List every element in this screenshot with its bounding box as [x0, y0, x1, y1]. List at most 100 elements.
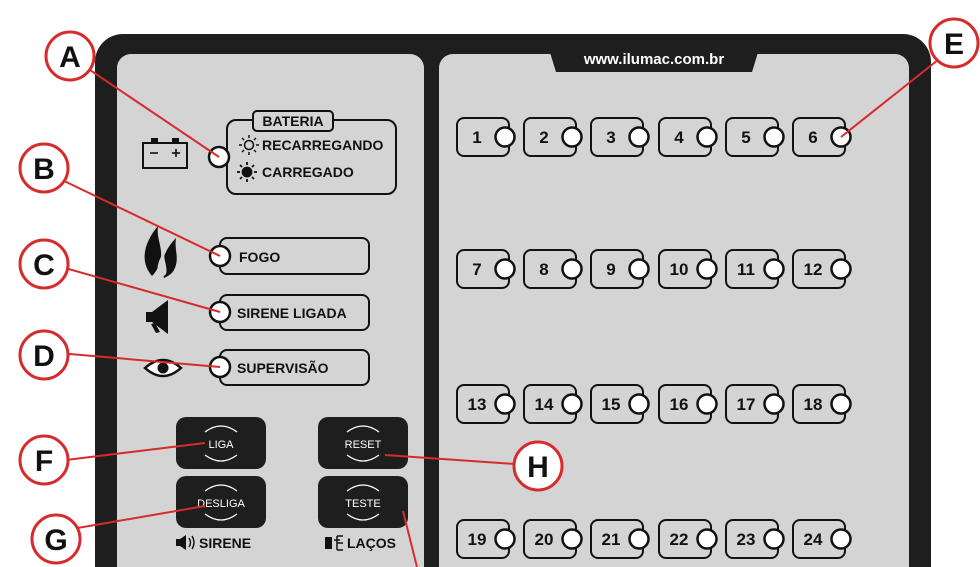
sirene-footer: SIRENE	[176, 535, 251, 551]
zone-12: 12	[792, 249, 852, 289]
loop-icon	[325, 535, 343, 551]
reset-button[interactable]: RESET	[318, 417, 408, 469]
callout-d-letter: D	[33, 340, 55, 373]
zone-13: 13	[456, 384, 516, 424]
zone-led	[561, 126, 583, 148]
zone-17: 17	[725, 384, 785, 424]
callout-e: E	[840, 17, 980, 138]
desliga-button[interactable]: DESLIGA	[176, 476, 266, 528]
zone-led	[696, 258, 718, 280]
zone-14: 14	[523, 384, 583, 424]
battery-indicator: BATERIA RECARREGANDO CARREGADO	[142, 110, 397, 195]
callout-b-letter: B	[33, 153, 55, 186]
callout-g-letter: G	[44, 524, 67, 557]
teste-label: TESTE	[345, 498, 380, 510]
zone-led	[763, 126, 785, 148]
sirene-label: SIRENE	[199, 535, 251, 551]
right-panel	[439, 54, 909, 567]
battery-charged-label: CARREGADO	[262, 164, 354, 180]
zone-led	[628, 393, 650, 415]
zone-number: 19	[468, 530, 487, 549]
zone-led	[561, 393, 583, 415]
zone-11: 11	[725, 249, 785, 289]
callout-g: G	[30, 505, 206, 565]
zone-number: 16	[670, 395, 689, 414]
callout-h: H	[384, 440, 564, 492]
callout-d: D	[18, 329, 221, 381]
siren-label: SIRENE LIGADA	[237, 305, 347, 321]
fire-label: FOGO	[239, 249, 280, 265]
zone-led	[561, 528, 583, 550]
zone-led	[696, 528, 718, 550]
zone-number: 7	[472, 260, 481, 279]
liga-label: LIGA	[208, 439, 234, 451]
zone-number: 13	[468, 395, 487, 414]
zone-1: 1	[456, 117, 516, 157]
zone-3: 3	[590, 117, 650, 157]
zone-led	[494, 528, 516, 550]
callout-b: B	[18, 142, 221, 257]
zone-18: 18	[792, 384, 852, 424]
zone-number: 1	[472, 128, 481, 147]
lacos-label: LAÇOS	[347, 535, 396, 551]
zone-led	[830, 393, 852, 415]
zone-led	[696, 126, 718, 148]
zone-number: 3	[606, 128, 615, 147]
zone-led	[628, 528, 650, 550]
battery-title-box	[252, 110, 334, 132]
zone-led	[763, 528, 785, 550]
liga-button[interactable]: LIGA	[176, 417, 266, 469]
battery-icon	[142, 138, 188, 169]
website-url: www.ilumac.com.br	[583, 51, 724, 68]
callout-c: C	[18, 238, 221, 313]
zone-8: 8	[523, 249, 583, 289]
zone-23: 23	[725, 519, 785, 559]
zone-4: 4	[658, 117, 718, 157]
flame-icon	[144, 226, 177, 280]
zone-led	[494, 126, 516, 148]
reset-label: RESET	[345, 439, 382, 451]
zone-led	[494, 393, 516, 415]
zone-led	[763, 258, 785, 280]
zone-number: 5	[741, 128, 750, 147]
zone-led	[696, 393, 718, 415]
website-tab	[548, 46, 760, 72]
zone-number: 4	[674, 128, 684, 147]
callout-e-letter: E	[944, 28, 964, 61]
zone-led	[830, 528, 852, 550]
callout-f-letter: F	[35, 445, 53, 478]
zone-led	[830, 258, 852, 280]
zone-number: 11	[737, 260, 755, 279]
desliga-label: DESLIGA	[197, 498, 245, 510]
fire-indicator: FOGO	[144, 226, 370, 280]
zone-5: 5	[725, 117, 785, 157]
zone-number: 17	[737, 395, 756, 414]
callout-a: A	[44, 30, 220, 158]
zone-led	[628, 258, 650, 280]
zone-10: 10	[658, 249, 718, 289]
zone-led	[628, 126, 650, 148]
teste-button[interactable]: TESTE	[318, 476, 408, 528]
zone-number: 10	[670, 260, 689, 279]
megaphone-icon	[146, 300, 168, 334]
battery-recharging-label: RECARREGANDO	[262, 137, 383, 153]
zone-number: 14	[535, 395, 554, 414]
zone-number: 15	[602, 395, 621, 414]
zone-number: 6	[808, 128, 817, 147]
zone-number: 8	[539, 260, 548, 279]
zone-9: 9	[590, 249, 650, 289]
callout-c-letter: C	[33, 249, 55, 282]
zone-7: 7	[456, 249, 516, 289]
zone-16: 16	[658, 384, 718, 424]
callout-h-pointer-teste	[402, 510, 418, 567]
callout-h-letter: H	[527, 451, 549, 484]
sun-outline-icon	[239, 135, 259, 155]
zone-led	[561, 258, 583, 280]
zone-number: 2	[539, 128, 548, 147]
zone-number: 23	[737, 530, 756, 549]
zone-19: 19	[456, 519, 516, 559]
zone-number: 21	[602, 530, 621, 549]
zone-15: 15	[590, 384, 650, 424]
